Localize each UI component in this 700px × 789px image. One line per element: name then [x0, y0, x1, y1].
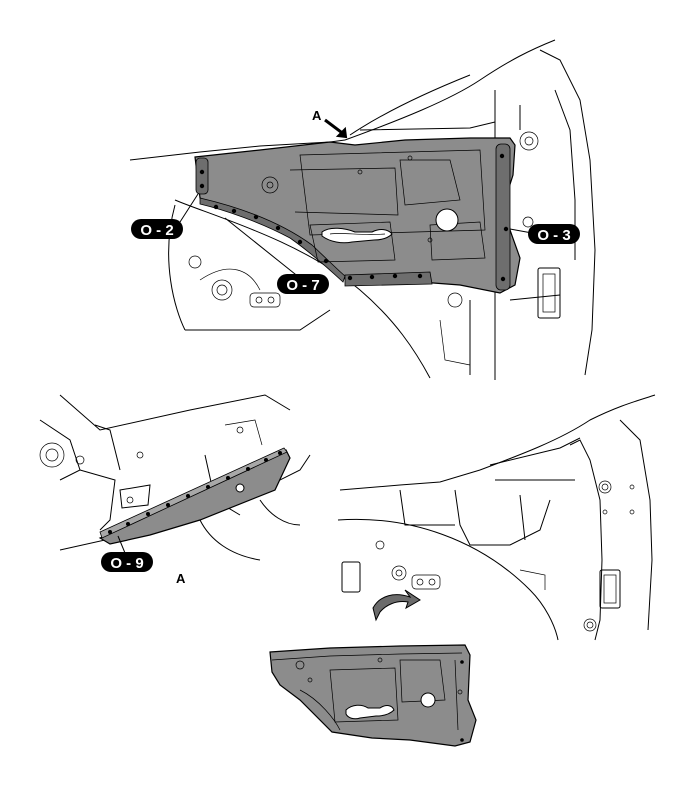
callout-o7: O - 7: [277, 274, 329, 294]
detail-view-a-flange: [98, 447, 291, 545]
replacement-panel: [269, 644, 477, 747]
detail-view-a: O - 9 A: [39, 394, 311, 586]
callout-o3-label: O - 3: [537, 227, 570, 244]
top-view-inner-panel: [194, 137, 521, 294]
callout-o2: O - 2: [131, 219, 183, 239]
callout-o7-label: O - 7: [286, 277, 319, 294]
callout-o9-label: O - 9: [110, 555, 143, 572]
removed-panel-view: [337, 394, 656, 641]
top-view: A O - 2 O - 7 O - 3: [129, 39, 596, 380]
removed-view-body-outline: [337, 394, 656, 641]
callout-o9: O - 9: [101, 552, 153, 572]
view-a-arrow: A: [312, 108, 348, 139]
view-a-arrow-label: A: [312, 108, 322, 123]
removal-arrow: [372, 589, 421, 622]
callout-o2-label: O - 2: [140, 222, 173, 239]
callout-o3: O - 3: [528, 224, 580, 244]
detail-view-a-label: A: [176, 571, 186, 586]
